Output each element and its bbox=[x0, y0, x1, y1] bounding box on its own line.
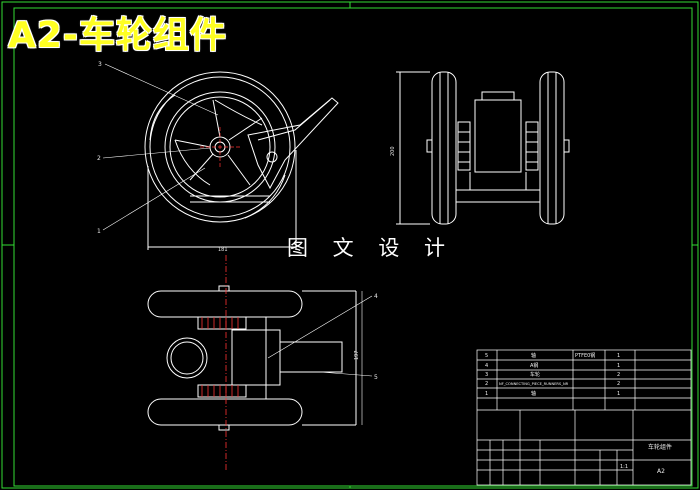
callout-label: 4 bbox=[374, 293, 378, 300]
parts-row: 5 轴 PTFE0钢 1 bbox=[485, 352, 620, 359]
drawing-name: 车轮组件 bbox=[648, 443, 672, 451]
watermark-text: 图 文 设 计 bbox=[287, 236, 455, 260]
svg-text:PTFE0钢: PTFE0钢 bbox=[575, 352, 595, 359]
svg-text:2: 2 bbox=[485, 381, 488, 387]
title-block bbox=[476, 349, 692, 486]
parts-row: 4 A钢 1 bbox=[485, 362, 620, 369]
front-view bbox=[144, 71, 339, 250]
plan-view bbox=[147, 285, 357, 431]
svg-text:4: 4 bbox=[485, 363, 488, 369]
parts-list: 5 轴 PTFE0钢 1 4 A钢 1 3 车轮 2 2 NF_CONNECTI… bbox=[485, 352, 620, 397]
sheet-size: A2 bbox=[657, 468, 665, 475]
svg-text:3: 3 bbox=[485, 372, 488, 378]
svg-text:A钢: A钢 bbox=[530, 362, 538, 369]
svg-text:2: 2 bbox=[617, 381, 620, 387]
svg-text:1: 1 bbox=[617, 353, 620, 359]
scale-value: 1:1 bbox=[620, 464, 628, 470]
dimension-label: 197 bbox=[354, 350, 360, 360]
svg-text:车轮: 车轮 bbox=[530, 371, 540, 378]
callout-label: 1 bbox=[97, 228, 101, 235]
drawing-title: A2-车轮组件 bbox=[8, 15, 227, 56]
svg-text:1: 1 bbox=[617, 391, 620, 397]
svg-text:2: 2 bbox=[617, 372, 620, 378]
svg-text:1: 1 bbox=[485, 391, 488, 397]
dimension-label: 181 bbox=[218, 247, 228, 253]
svg-text:5: 5 bbox=[485, 353, 488, 359]
svg-text:轴: 轴 bbox=[531, 390, 536, 397]
inner-border bbox=[13, 7, 693, 487]
callout-label: 5 bbox=[374, 374, 378, 381]
svg-text:轴: 轴 bbox=[531, 352, 536, 359]
callout-label: 3 bbox=[98, 61, 102, 68]
side-view bbox=[396, 71, 570, 225]
parts-row: 1 轴 1 bbox=[485, 390, 620, 397]
parts-row: 3 车轮 2 bbox=[485, 371, 620, 378]
svg-text:NF_CONNECTING_PIECE_RUNNERS_NR: NF_CONNECTING_PIECE_RUNNERS_NR bbox=[499, 382, 569, 386]
svg-text:1: 1 bbox=[617, 363, 620, 369]
parts-row: 2 NF_CONNECTING_PIECE_RUNNERS_NR 2 bbox=[485, 381, 620, 387]
callout-label: 2 bbox=[97, 155, 101, 162]
dimension-label: 200 bbox=[390, 146, 396, 156]
